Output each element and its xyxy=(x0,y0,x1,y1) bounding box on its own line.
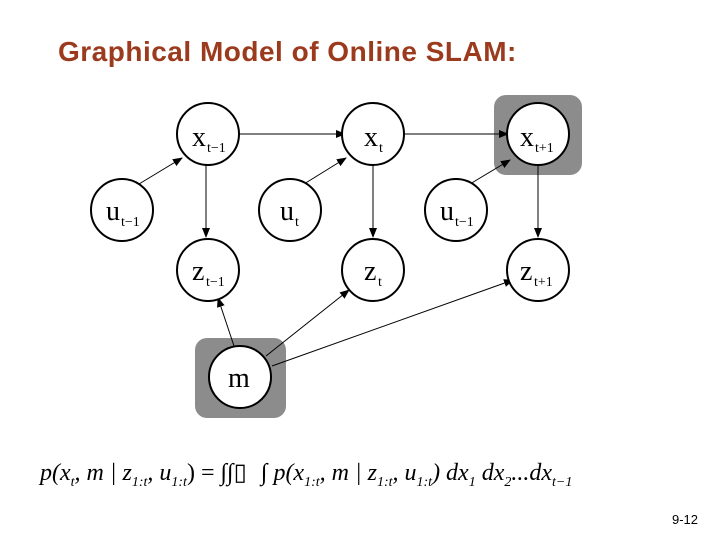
svg-text:t−1: t−1 xyxy=(207,141,226,156)
svg-text:t: t xyxy=(295,215,299,230)
node-x-prev: x t−1 xyxy=(176,102,240,166)
node-x-next: x t+1 xyxy=(506,102,570,166)
svg-text:t: t xyxy=(379,141,383,156)
svg-text:z: z xyxy=(520,256,532,287)
svg-text:t−1: t−1 xyxy=(121,215,140,230)
svg-text:x: x xyxy=(520,122,534,153)
node-u-t: u t xyxy=(258,178,322,242)
svg-text:m: m xyxy=(228,363,250,394)
svg-text:t−1: t−1 xyxy=(455,215,474,230)
edge-m-zprev xyxy=(217,297,235,347)
node-u-prev: u t−1 xyxy=(90,178,154,242)
svg-text:x: x xyxy=(192,122,206,153)
node-z-t: z t xyxy=(341,238,405,302)
node-z-prev: z t−1 xyxy=(176,238,240,302)
edge-m-znext xyxy=(271,279,514,367)
node-z-next: z t+1 xyxy=(506,238,570,302)
edge-uprev-xprev xyxy=(138,157,183,185)
edge-m-zt xyxy=(265,289,350,357)
posterior-formula: p(xt, m | z1:t, u1:t) = ∫∫▯∫p(x1:t, m | … xyxy=(40,460,573,490)
page-number: 9-12 xyxy=(671,512,698,527)
node-u-next: u t−1 xyxy=(424,178,488,242)
svg-text:z: z xyxy=(192,256,204,287)
svg-text:u: u xyxy=(440,196,454,227)
svg-text:t+1: t+1 xyxy=(534,275,553,290)
node-m: m xyxy=(208,345,272,409)
edge-unext-xnext xyxy=(469,159,511,185)
svg-text:u: u xyxy=(106,196,120,227)
edges xyxy=(138,130,542,367)
svg-text:t+1: t+1 xyxy=(535,141,554,156)
slide-title: Graphical Model of Online SLAM: xyxy=(58,36,517,67)
node-x-t: x t xyxy=(341,102,405,166)
svg-text:z: z xyxy=(364,256,376,287)
svg-text:u: u xyxy=(280,196,294,227)
svg-text:t−1: t−1 xyxy=(206,275,225,290)
svg-text:x: x xyxy=(364,122,378,153)
edge-ut-xt xyxy=(303,157,347,185)
graphical-model-diagram: x t−1 x t x t+1 u t−1 u t u t−1 xyxy=(90,95,582,418)
svg-text:t: t xyxy=(378,275,382,290)
